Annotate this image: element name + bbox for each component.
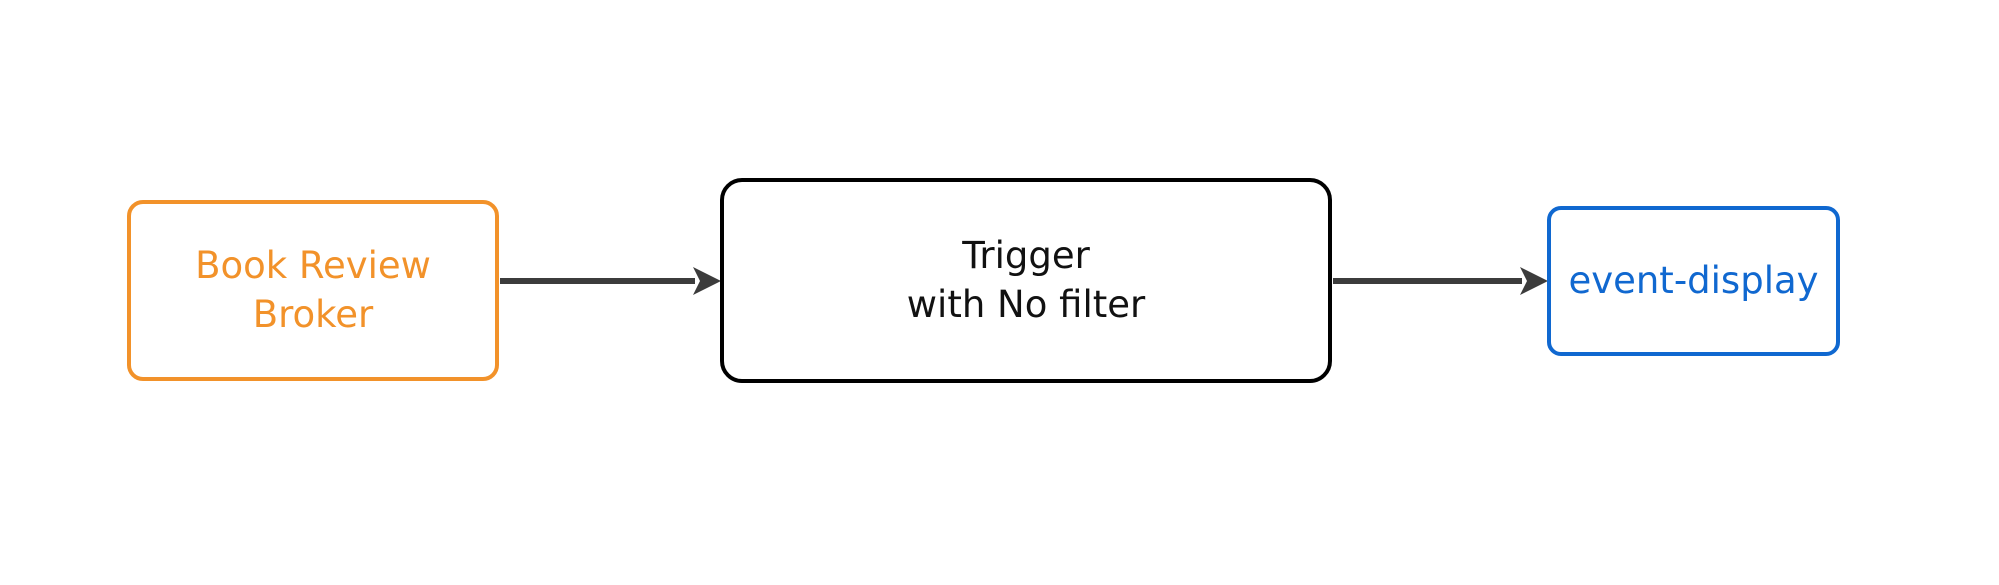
node-book-review-broker-label-line-2: Broker bbox=[252, 292, 374, 336]
node-book-review-broker[interactable]: Book Review Broker bbox=[127, 200, 499, 381]
node-book-review-broker-label-line-1: Book Review bbox=[195, 243, 431, 287]
node-event-display[interactable]: event-display bbox=[1547, 206, 1840, 356]
node-event-display-label: event-display bbox=[1568, 258, 1819, 302]
node-trigger-label-line-2: with No filter bbox=[906, 282, 1146, 326]
node-trigger-no-filter[interactable]: Trigger with No filter bbox=[720, 178, 1332, 383]
edge-trigger-to-event-display bbox=[1333, 267, 1548, 295]
node-trigger-label-line-1: Trigger bbox=[962, 233, 1090, 277]
edge-broker-to-trigger bbox=[500, 267, 721, 295]
edge-broker-to-trigger-arrowhead-icon bbox=[693, 267, 721, 295]
edge-trigger-to-event-display-arrowhead-icon bbox=[1520, 267, 1548, 295]
